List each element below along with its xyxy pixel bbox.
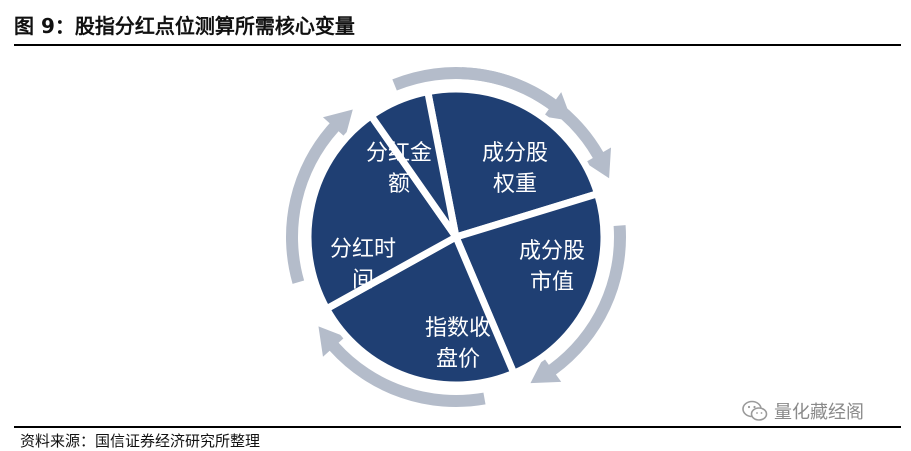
segment-label-dividend-time-line1: 分红时 [330,237,396,262]
segment-dividend-amount [424,85,602,241]
source-note: 资料来源：国信证券经济研究所整理 [20,432,261,450]
wechat-icon [742,400,768,421]
segment-label-index-close-line1: 指数收 [425,316,491,341]
segment-label-constituent-weight-line1: 成分股 [482,141,548,166]
segment-label-dividend-time-line2: 间 [352,268,374,293]
cycle-arrow-2 [530,225,626,384]
cycle-arrow-4 [286,109,353,284]
segment-label-constituent-mktcap-line2: 市值 [530,270,574,295]
cycle-arrow-3 [318,326,486,408]
segment-index-close [304,112,460,313]
segment-dividend-time [367,88,460,241]
segment-label-constituent-mktcap-line1: 成分股 [519,239,585,264]
watermark-text: 量化藏经阁 [774,402,864,423]
segment-label-dividend-amount-line2: 额 [388,172,410,197]
segment-constituent-mktcap [323,233,518,389]
segment-labels: 分红金 额 成分股 权重 成分股 市值 指数收 盘价 分红时 间 [330,141,585,372]
figure-title: 图 9：股指分红点位测算所需核心变量 [14,14,355,38]
segment-constituent-weight [452,190,608,377]
watermark: 量化藏经阁 [742,398,864,424]
segment-wheel [304,85,608,389]
segment-label-dividend-amount-line1: 分红金 [366,141,432,166]
segment-label-index-close-line2: 盘价 [436,347,480,372]
top-rule [14,44,901,46]
cycle-arrow-5 [392,66,572,122]
segment-label-constituent-weight-line2: 权重 [493,172,537,197]
bottom-rule [14,426,901,428]
arrow-ring [286,66,626,408]
